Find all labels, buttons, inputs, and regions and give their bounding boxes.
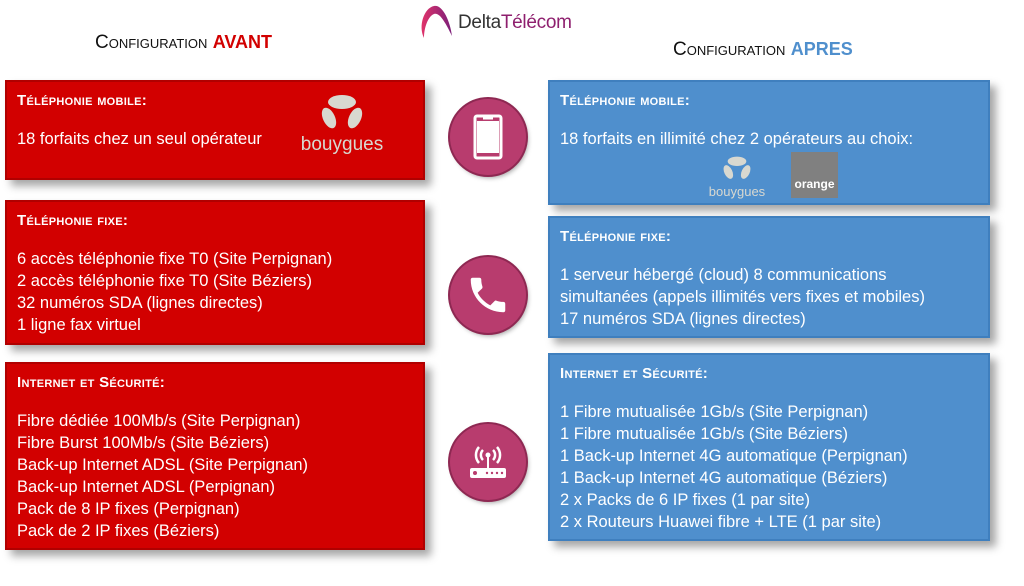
mobile-phone-icon [450, 99, 526, 175]
avant-fixe-box: Téléphonie fixe: 6 accès téléphonie fixe… [5, 200, 425, 345]
avant-title: Configuration AVANT [95, 32, 273, 53]
apres-mobile-box: Téléphonie mobile: 18 forfaits en illimi… [548, 80, 990, 205]
wifi-router-icon [450, 424, 526, 500]
bouygues-logo: bouygues [297, 94, 387, 154]
orange-logo: orange [791, 152, 838, 198]
delta-telecom-logo: DeltaTélécom [416, 2, 586, 42]
telephone-handset-icon [450, 257, 526, 333]
bouygues-logo: bouygues [702, 156, 772, 198]
apres-fixe-box: Téléphonie fixe: 1 serveur hébergé (clou… [548, 216, 990, 338]
avant-internet-box: Internet et Sécurité: Fibre dédiée 100Mb… [5, 362, 425, 550]
apres-internet-box: Internet et Sécurité: 1 Fibre mutualisée… [548, 353, 990, 541]
apres-title: Configuration APRES [673, 39, 853, 60]
avant-mobile-box: Téléphonie mobile: 18 forfaits chez un s… [5, 80, 425, 180]
delta-swoosh-icon [421, 5, 452, 39]
